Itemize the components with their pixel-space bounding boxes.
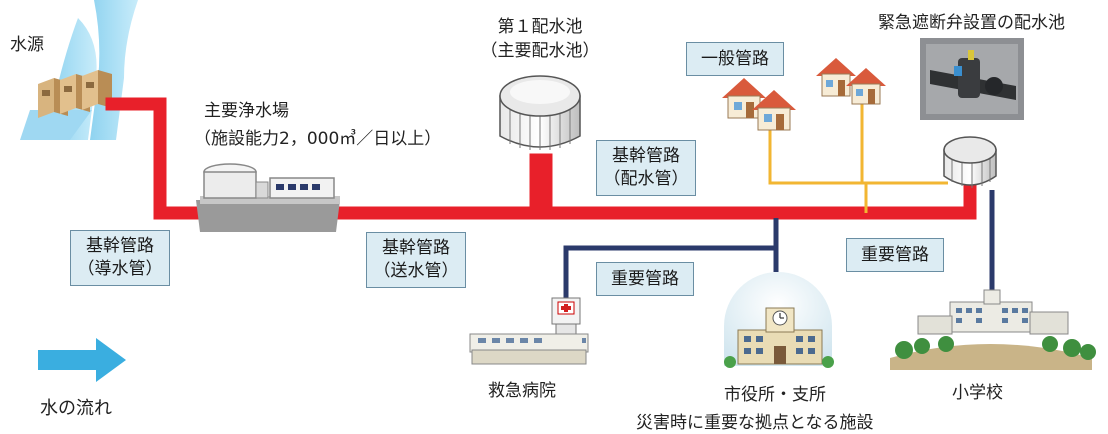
city-office-label: 市役所・支所 <box>724 385 826 405</box>
box-line2: （配水管） <box>603 169 689 189</box>
trunk-intake-pipe-box: 基幹管路 （導水管） <box>70 230 170 286</box>
box-line2: （導水管） <box>77 259 163 279</box>
important-pipe-box-1: 重要管路 <box>596 262 694 296</box>
general-pipe-box: 一般管路 <box>686 42 784 76</box>
treatment-capacity-label: （施設能力2，000㎥／日以上） <box>194 129 442 149</box>
important-pipe-box-2: 重要管路 <box>846 238 944 272</box>
box-line1: 基幹管路 <box>86 236 154 257</box>
house-icon <box>722 78 796 131</box>
critical-facility-note: 災害時に重要な拠点となる施設 <box>636 413 874 433</box>
box-label: 重要管路 <box>611 268 679 289</box>
treatment-plant-icon <box>196 163 340 232</box>
box-label: 一般管路 <box>701 48 769 69</box>
school-icon <box>890 289 1096 370</box>
trunk-distribution-pipe-box: 基幹管路 （配水管） <box>596 140 696 196</box>
important-pipes <box>563 190 995 300</box>
trunk-pipes <box>105 97 977 220</box>
water-source-label: 水源 <box>10 35 44 55</box>
house-icon <box>816 58 886 105</box>
water-source-illustration <box>20 0 138 140</box>
trunk-transmission-pipe-box: 基幹管路 （送水管） <box>366 232 466 288</box>
flow-legend-label: 水の流れ <box>40 398 112 419</box>
box-line2: （送水管） <box>373 261 459 281</box>
flow-arrow-icon <box>38 338 126 382</box>
hospital-label: 救急病院 <box>488 381 556 401</box>
treatment-plant-label: 主要浄水場 <box>204 101 289 121</box>
box-label: 重要管路 <box>861 244 929 265</box>
city-office-icon <box>724 272 834 368</box>
reservoir-tank-icon <box>499 75 581 150</box>
hospital-icon <box>469 297 589 365</box>
general-pipes <box>768 98 948 213</box>
school-label: 小学校 <box>952 383 1003 403</box>
emergency-reservoir-label: 緊急遮断弁設置の配水池 <box>878 13 1065 33</box>
valve-photo <box>920 38 1024 120</box>
reservoir-label-line2: （主要配水池） <box>480 41 600 61</box>
box-line1: 基幹管路 <box>382 238 450 259</box>
emergency-reservoir-tank-icon <box>943 136 997 188</box>
box-line1: 基幹管路 <box>612 146 680 167</box>
reservoir-label-line1: 第１配水池 <box>497 17 583 37</box>
